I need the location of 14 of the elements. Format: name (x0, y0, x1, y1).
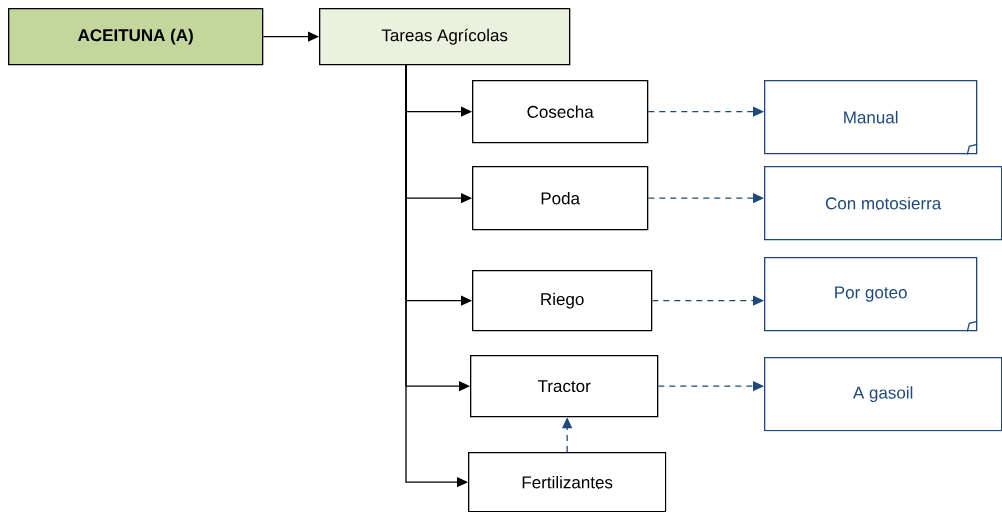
process-box: Tractor (470, 355, 659, 418)
arrow (647, 106, 764, 117)
process-box: Tareas Agrícolas (319, 8, 571, 66)
title-box: ACEITUNA (A) (8, 8, 264, 66)
arrow (651, 295, 764, 306)
note-box: Por goteo (764, 257, 978, 332)
process-box: Fertilizantes (468, 452, 667, 512)
process-box: Cosecha (472, 80, 649, 144)
note-box: A gasoil (764, 357, 1002, 432)
note-box: Con motosierra (764, 166, 1002, 241)
process-box: Riego (472, 270, 653, 332)
note-box: Manual (764, 80, 978, 155)
arrow (262, 31, 319, 42)
process-box: Poda (472, 166, 649, 231)
